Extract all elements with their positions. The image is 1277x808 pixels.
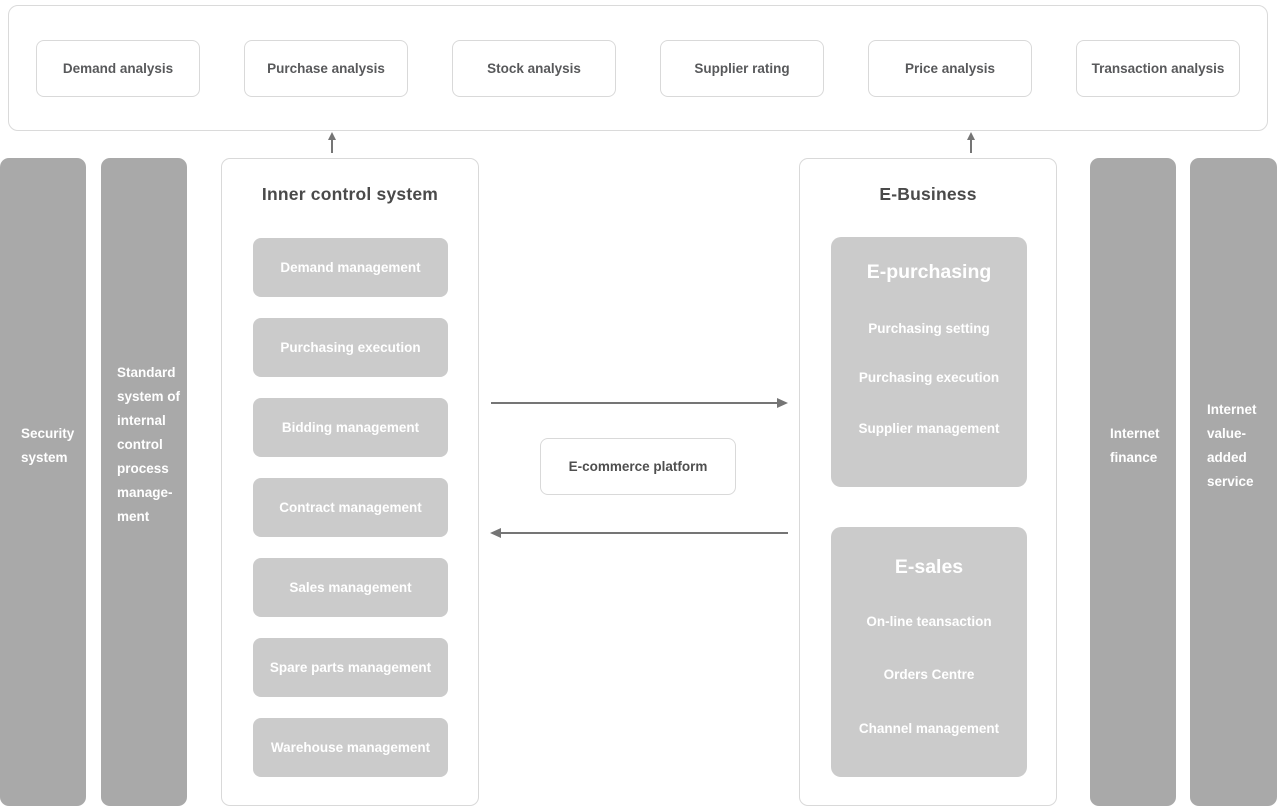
inner-control-item-purchasing: Purchasing execution [253,318,448,377]
item-label: Bidding management [281,420,420,435]
inner-control-item-bidding: Bidding management [253,398,448,457]
e-sales-item: On-line teansaction [866,614,992,629]
item-label: Warehouse management [270,740,431,755]
e-sales-title: E-sales [894,556,964,578]
analysis-box-price: Price analysis [868,39,1032,97]
inner-control-item-spare-parts: Spare parts management [253,638,448,697]
arrow-line [970,139,972,153]
arrow-head-up-icon [966,132,975,140]
analysis-panel: Demand analysis Purchase analysis Stock … [8,5,1268,131]
e-sales-group: E-sales On-line teansaction Orders Centr… [831,527,1027,777]
analysis-box-transaction: Transaction analysis [1076,39,1240,97]
item-label: Sales management [289,580,412,595]
bar-internet-value-added: Internet value- added service [1190,158,1277,806]
inner-control-title: Inner control system [261,184,439,204]
arrow-head-left-icon [490,527,501,538]
arrow-line [331,139,333,153]
bar-internet-finance: Internet finance [1090,158,1176,806]
analysis-box-label: Price analysis [904,60,996,76]
item-label: Contract management [279,500,422,515]
arrow-line [500,532,788,534]
inner-control-item-contract: Contract management [253,478,448,537]
platform-label: E-commerce platform [568,459,708,474]
item-label: Spare parts management [269,660,432,675]
analysis-box-label: Transaction analysis [1091,60,1225,76]
e-commerce-platform-box: E-commerce platform [540,438,736,495]
arrow-head-up-icon [327,132,336,140]
analysis-box-label: Supplier rating [694,60,790,76]
analysis-box-purchase: Purchase analysis [244,39,408,97]
e-purchasing-item: Supplier management [858,421,1000,436]
inner-control-item-warehouse: Warehouse management [253,718,448,777]
analysis-box-demand: Demand analysis [36,39,200,97]
item-label: Purchasing execution [280,340,421,355]
analysis-box-supplier: Supplier rating [660,39,824,97]
analysis-box-label: Purchase analysis [267,60,385,76]
e-business-column: E-Business E-purchasing Purchasing setti… [799,158,1057,806]
inner-control-item-demand: Demand management [253,238,448,297]
bar-label: Standard system of internal control proc… [117,365,181,524]
e-purchasing-group: E-purchasing Purchasing setting Purchasi… [831,237,1027,487]
e-purchasing-item: Purchasing execution [858,370,1000,385]
bar-label: Internet value- added service [1207,402,1257,489]
item-label: Demand management [280,260,421,275]
e-business-title: E-Business [879,184,977,204]
analysis-box-stock: Stock analysis [452,39,616,97]
bar-security-system: Security system [0,158,86,806]
analysis-box-label: Stock analysis [487,60,581,76]
bar-label: Security system [21,426,75,465]
inner-control-item-sales: Sales management [253,558,448,617]
analysis-box-label: Demand analysis [62,60,174,76]
bar-standard-system: Standard system of internal control proc… [101,158,187,806]
arrow-line [491,402,779,404]
e-purchasing-item: Purchasing setting [868,321,990,336]
bar-label: Internet finance [1110,426,1160,465]
inner-control-column: Inner control system Demand management P… [221,158,479,806]
e-sales-item: Channel management [858,721,1000,736]
e-purchasing-title: E-purchasing [866,261,992,283]
arrow-head-right-icon [777,397,788,408]
e-sales-item: Orders Centre [883,667,975,682]
